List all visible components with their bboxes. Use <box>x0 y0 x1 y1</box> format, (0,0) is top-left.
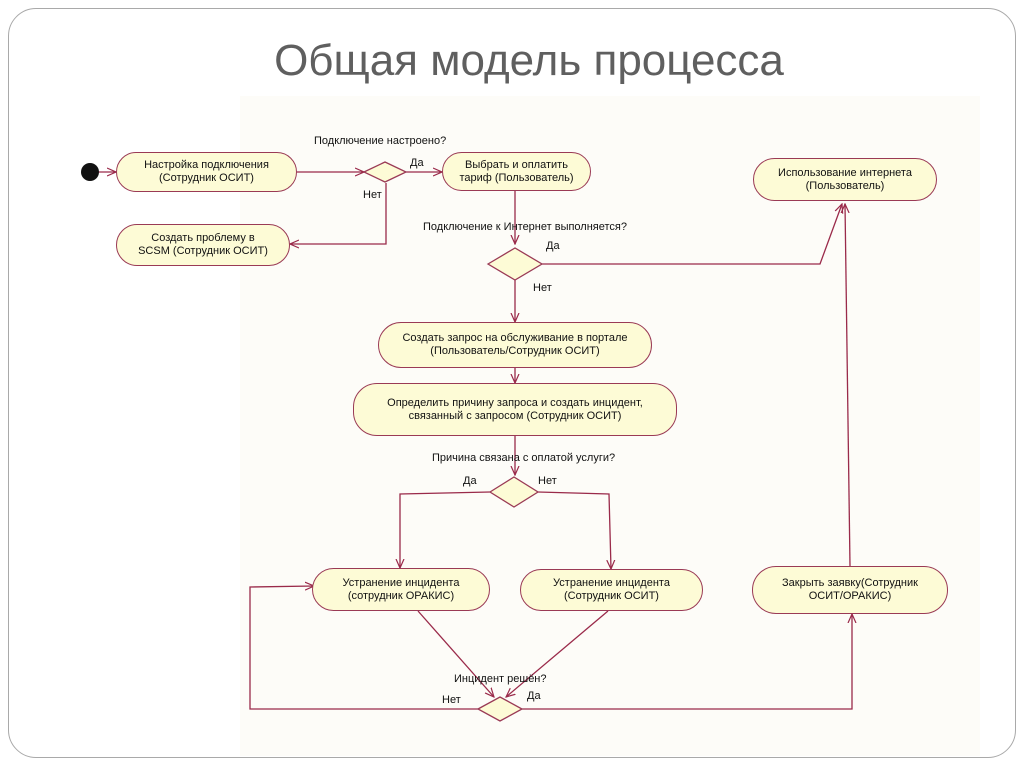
node-fix-incident-orakis: Устранение инцидента (сотрудник ОРАКИС) <box>312 568 490 611</box>
label-incident-solved: Инцидент решён? <box>454 673 547 685</box>
node-fix-incident-osit: Устранение инцидента (Сотрудник ОСИТ) <box>520 569 703 611</box>
edge-decision2-yes <box>542 204 842 265</box>
edge-decision3-no <box>537 491 611 569</box>
branch-configured-no: Нет <box>363 189 382 201</box>
branch-solved-no: Нет <box>442 694 461 706</box>
decision-connection-configured <box>362 161 408 183</box>
slide-title: Общая модель процесса <box>274 36 784 85</box>
start-node <box>81 163 99 181</box>
node-identify-cause: Определить причину запроса и создать инц… <box>353 383 677 436</box>
branch-configured-yes: Да <box>410 157 424 169</box>
decision-internet-works <box>486 247 544 281</box>
node-close-request: Закрыть заявку(Сотрудник ОСИТ/ОРАКИС) <box>752 566 948 614</box>
edge-close-use <box>845 204 851 567</box>
branch-internet-yes: Да <box>546 240 560 252</box>
branch-payment-yes: Да <box>463 475 477 487</box>
edge-decision4-no <box>249 586 478 710</box>
node-use-internet: Использование интернета (Пользователь) <box>753 158 937 201</box>
edge-decision1-no <box>290 183 387 244</box>
label-internet-works: Подключение к Интернет выполняется? <box>423 221 627 233</box>
decision-cause-payment <box>488 476 540 508</box>
node-create-request: Создать запрос на обслуживание в портале… <box>378 322 652 368</box>
branch-solved-yes: Да <box>527 690 541 702</box>
decision-incident-solved <box>476 696 524 722</box>
node-choose-tariff: Выбрать и оплатить тариф (Пользователь) <box>442 152 591 191</box>
edge-osit-decision4 <box>506 610 609 697</box>
node-create-problem: Создать проблему в SCSM (Сотрудник ОСИТ) <box>116 224 290 266</box>
edge-orakis-decision4 <box>417 610 494 697</box>
label-connection-configured: Подключение настроено? <box>314 135 447 147</box>
label-cause-payment: Причина связана с оплатой услуги? <box>432 452 616 464</box>
edge-decision4-yes <box>522 614 852 710</box>
node-setup-connection: Настройка подключения (Сотрудник ОСИТ) <box>116 152 297 192</box>
edge-decision3-yes <box>400 491 491 568</box>
branch-internet-no: Нет <box>533 282 552 294</box>
branch-payment-no: Нет <box>538 475 557 487</box>
